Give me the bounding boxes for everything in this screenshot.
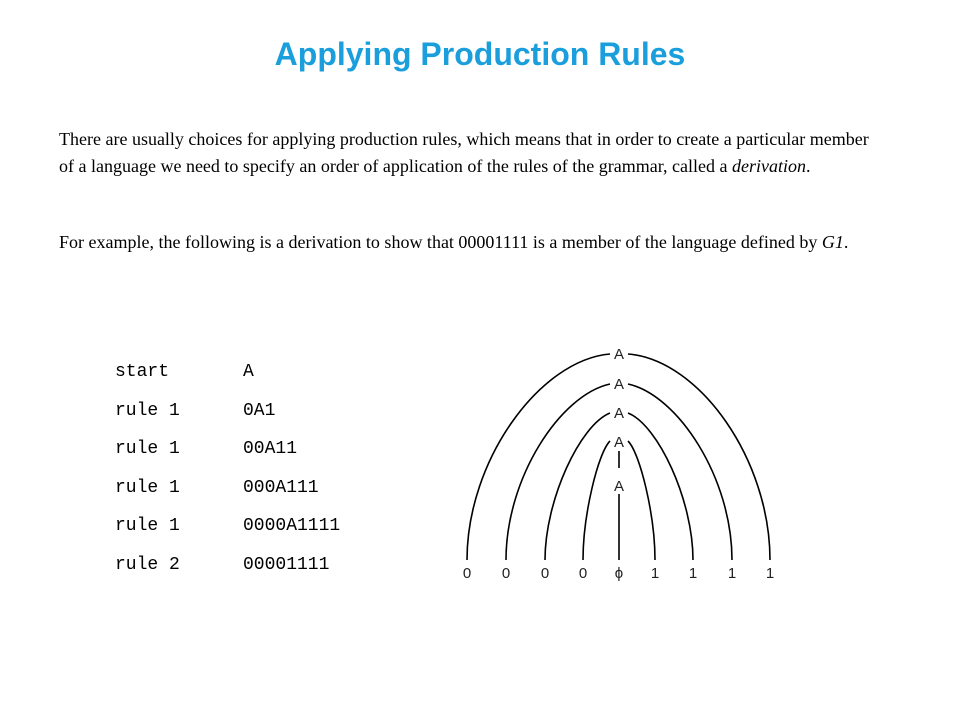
tree-node-a-5: A bbox=[614, 478, 624, 495]
tree-arc-3 bbox=[544, 412, 694, 561]
tree-leaf: 0 bbox=[579, 565, 587, 582]
tree-leaf: 1 bbox=[689, 565, 697, 582]
tree-node-a-1: A bbox=[614, 346, 624, 363]
derived-string: 00001111 bbox=[243, 554, 330, 575]
derivation-table: start A rule 1 0A1 rule 1 00A11 rule 1 000A1… bbox=[115, 358, 340, 589]
tree-leaf: 0 bbox=[541, 565, 549, 582]
tree-leaf: 0 bbox=[463, 565, 471, 582]
derivation-row: rule 1 0000A1111 bbox=[115, 512, 340, 551]
slide-title: Applying Production Rules bbox=[274, 36, 686, 72]
derivation-tree-diagram: A A A A A 0 0 0 0 ϕ 1 1 1 1 bbox=[463, 346, 774, 582]
derived-string: 00A11 bbox=[243, 439, 298, 459]
rule-label: rule 1 bbox=[115, 516, 180, 536]
derivation-row: rule 2 00001111 bbox=[115, 551, 340, 590]
rule-label: rule 1 bbox=[115, 477, 180, 498]
derived-string: 0A1 bbox=[243, 400, 276, 421]
tree-leaf: 1 bbox=[766, 565, 774, 582]
example-paragraph: For example, the following is a derivati… bbox=[59, 229, 874, 256]
derived-string: A bbox=[243, 362, 254, 382]
tree-node-a-3: A bbox=[614, 405, 624, 422]
tree-arc-inner bbox=[582, 440, 656, 561]
intro-text: There are usually choices for applying p… bbox=[59, 129, 869, 176]
derived-string: 000A111 bbox=[243, 477, 319, 498]
rule-label: rule 1 bbox=[115, 400, 180, 421]
derivation-row: start A bbox=[115, 358, 340, 397]
derivation-row: rule 1 000A111 bbox=[115, 474, 340, 513]
example-text-end: . bbox=[843, 232, 849, 252]
derivation-row: rule 1 0A1 bbox=[115, 397, 340, 436]
intro-paragraph: There are usually choices for applying p… bbox=[59, 126, 874, 179]
rule-label: rule 2 bbox=[115, 554, 180, 575]
example-text: For example, the following is a derivati… bbox=[59, 232, 822, 252]
tree-leaf: 1 bbox=[651, 565, 659, 582]
intro-text-end: . bbox=[806, 155, 811, 176]
derivation-row: rule 1 00A11 bbox=[115, 435, 340, 474]
tree-arc-2 bbox=[505, 383, 733, 561]
tree-leaf: 0 bbox=[502, 565, 510, 582]
rule-label: start bbox=[115, 362, 170, 382]
rule-label: rule 1 bbox=[115, 439, 180, 459]
grammar-name: G1 bbox=[821, 232, 844, 252]
tree-node-a-4: A bbox=[614, 434, 624, 451]
tree-arc-outer bbox=[466, 353, 771, 561]
derived-string: 0000A1111 bbox=[243, 516, 341, 536]
tree-leaf-empty: ϕ bbox=[615, 565, 623, 582]
tree-leaf: 1 bbox=[728, 565, 736, 582]
derivation-term: derivation bbox=[732, 155, 806, 176]
tree-node-a-2: A bbox=[614, 376, 624, 393]
